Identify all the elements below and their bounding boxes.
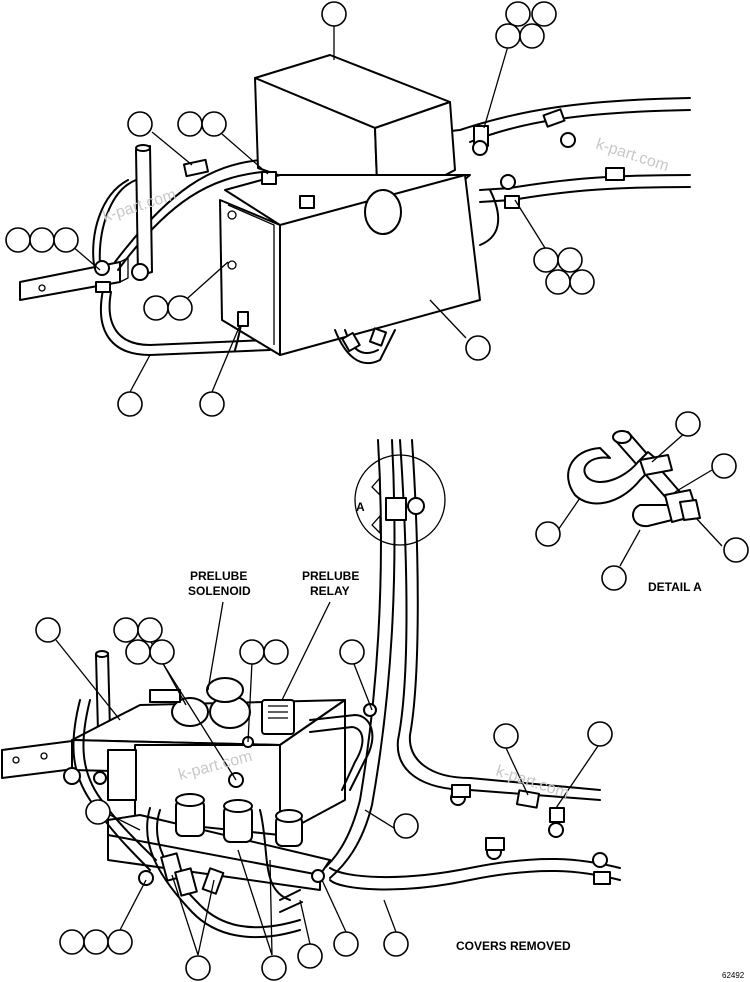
callout-bubble (465, 335, 491, 361)
callout-bubble (29, 227, 55, 253)
callout-bubble (177, 111, 203, 137)
callout-bubble (557, 247, 583, 273)
callout-bubble (569, 269, 595, 295)
callout-bubble (137, 617, 163, 643)
bottom-callouts (35, 617, 613, 981)
figure-code: 62492 (722, 971, 745, 980)
callout-bubble (533, 247, 559, 273)
callout-bubble (185, 955, 211, 981)
callout-bubble (59, 929, 85, 955)
detail-a-title: DETAIL A (648, 580, 702, 594)
top-assembly (19, 54, 691, 365)
callout-bubble (545, 269, 571, 295)
callout-bubble (505, 1, 531, 27)
callout-bubble (167, 295, 193, 321)
callout-bubble (107, 929, 133, 955)
callout-bubble (333, 931, 359, 957)
callout-bubble (5, 227, 31, 253)
callout-bubble (711, 453, 737, 479)
prelube-relay (261, 699, 295, 735)
callout-bubble (723, 537, 749, 563)
callout-bubble (339, 639, 365, 665)
callout-bubble (495, 23, 521, 49)
callout-bubble (127, 111, 153, 137)
bottom-assembly: A (1, 439, 621, 939)
callout-bubble (601, 565, 627, 591)
callout-bubble (117, 391, 143, 417)
bottom-leaders: PRELUBE SOLENOID PRELUBE RELAY (188, 569, 359, 701)
callout-bubble (201, 111, 227, 137)
top-left-hose-loop (99, 289, 271, 356)
prelube-solenoid-label-line1: PRELUBE (190, 569, 247, 583)
prelube-relay-label-line2: RELAY (310, 584, 350, 598)
callout-bubble (149, 639, 175, 665)
callout-bubble (297, 943, 323, 969)
callout-bubble (393, 813, 419, 839)
prelube-solenoid-label-line2: SOLENOID (188, 584, 251, 598)
callout-bubble (587, 721, 613, 747)
callout-bubble (675, 411, 701, 437)
callout-bubble (85, 799, 111, 825)
pressure-switches (175, 793, 303, 847)
callout-bubble (125, 639, 151, 665)
callout-bubble (263, 639, 289, 665)
callout-bubble (383, 931, 409, 957)
detail-a-clamp: DETAIL A (535, 411, 749, 594)
callout-bubble (261, 955, 287, 981)
callout-bubble (493, 723, 519, 749)
callout-bubble (143, 295, 169, 321)
callout-bubble (239, 639, 265, 665)
top-callouts (5, 1, 595, 417)
callout-bubble (531, 1, 557, 27)
detail-a-marker: A (356, 500, 365, 514)
callout-bubble (519, 23, 545, 49)
callout-bubble (321, 1, 347, 27)
covers-removed-label: COVERS REMOVED (456, 939, 571, 953)
prelube-solenoid (149, 677, 251, 729)
callout-bubble (113, 617, 139, 643)
callout-bubble (199, 391, 225, 417)
prelube-relay-label-line1: PRELUBE (302, 569, 359, 583)
callout-bubble (53, 227, 79, 253)
callout-bubble (35, 617, 61, 643)
callout-bubble (83, 929, 109, 955)
callout-bubble (535, 521, 561, 547)
